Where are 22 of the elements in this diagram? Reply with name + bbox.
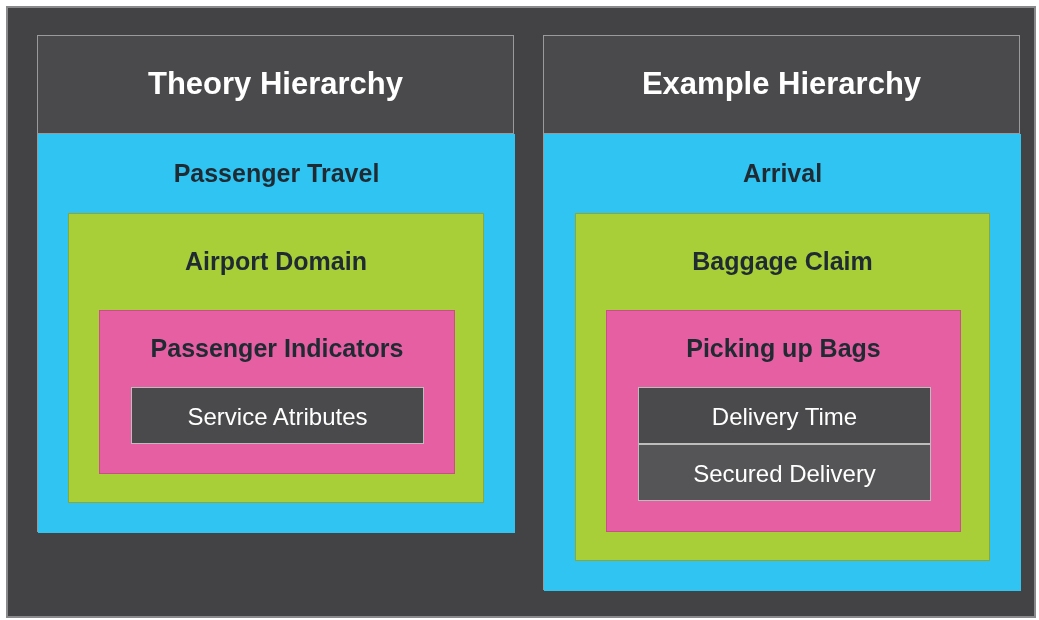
- hierarchy-panel: [543, 35, 1020, 590]
- level-box: [38, 134, 515, 533]
- level-title: Arrival: [742, 157, 823, 189]
- attribute-label: Service Atributes: [187, 401, 368, 432]
- level-title: Baggage Claim: [692, 246, 873, 278]
- panel-title: Example Hierarchy: [641, 65, 922, 104]
- attribute-box: [638, 444, 931, 501]
- level-title: Passenger Travel: [173, 157, 380, 189]
- hierarchy-panel: [37, 35, 514, 532]
- attribute-label: Secured Delivery: [693, 458, 876, 489]
- panel-title: Theory Hierarchy: [148, 65, 403, 104]
- attribute-box: [638, 387, 931, 444]
- level-box: [99, 310, 455, 474]
- level-title: Picking up Bags: [686, 333, 881, 365]
- level-box: [544, 134, 1021, 591]
- level-box: [606, 310, 961, 532]
- level-title: Passenger Indicators: [150, 333, 404, 365]
- attribute-box: [131, 387, 424, 444]
- attribute-label: Delivery Time: [711, 401, 858, 432]
- level-box: [575, 213, 990, 561]
- level-box: [68, 213, 484, 503]
- level-title: Airport Domain: [185, 246, 367, 278]
